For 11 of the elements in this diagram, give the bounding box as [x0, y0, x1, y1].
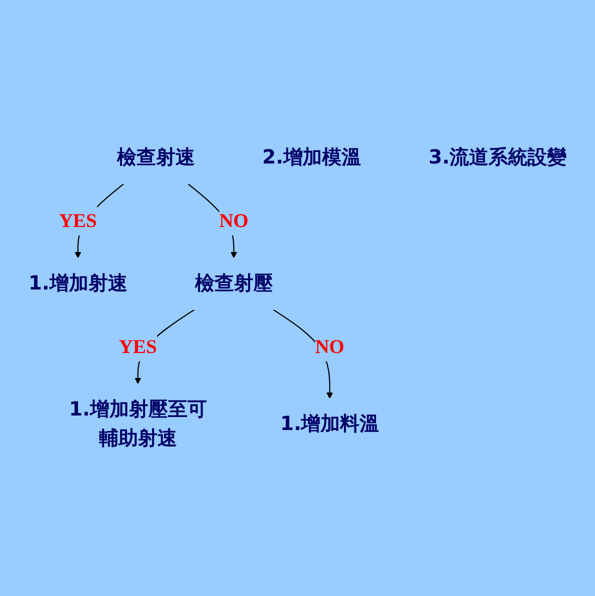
node-text: 檢查射速	[116, 146, 195, 168]
node-text: 1.增加射速	[28, 272, 128, 294]
node-text: 1.增加射壓至可輔助射速	[68, 398, 207, 450]
node-text: 2.增加模溫	[262, 146, 362, 168]
node-text: 1.增加料溫	[280, 412, 380, 435]
edge-label: YES	[118, 335, 157, 358]
node-text: 檢查射壓	[194, 272, 273, 294]
edge-label: NO	[219, 210, 248, 232]
node-text: 3.流道系統設變	[428, 146, 567, 168]
edge-label: YES	[58, 210, 97, 232]
edge-label: NO	[315, 335, 344, 358]
